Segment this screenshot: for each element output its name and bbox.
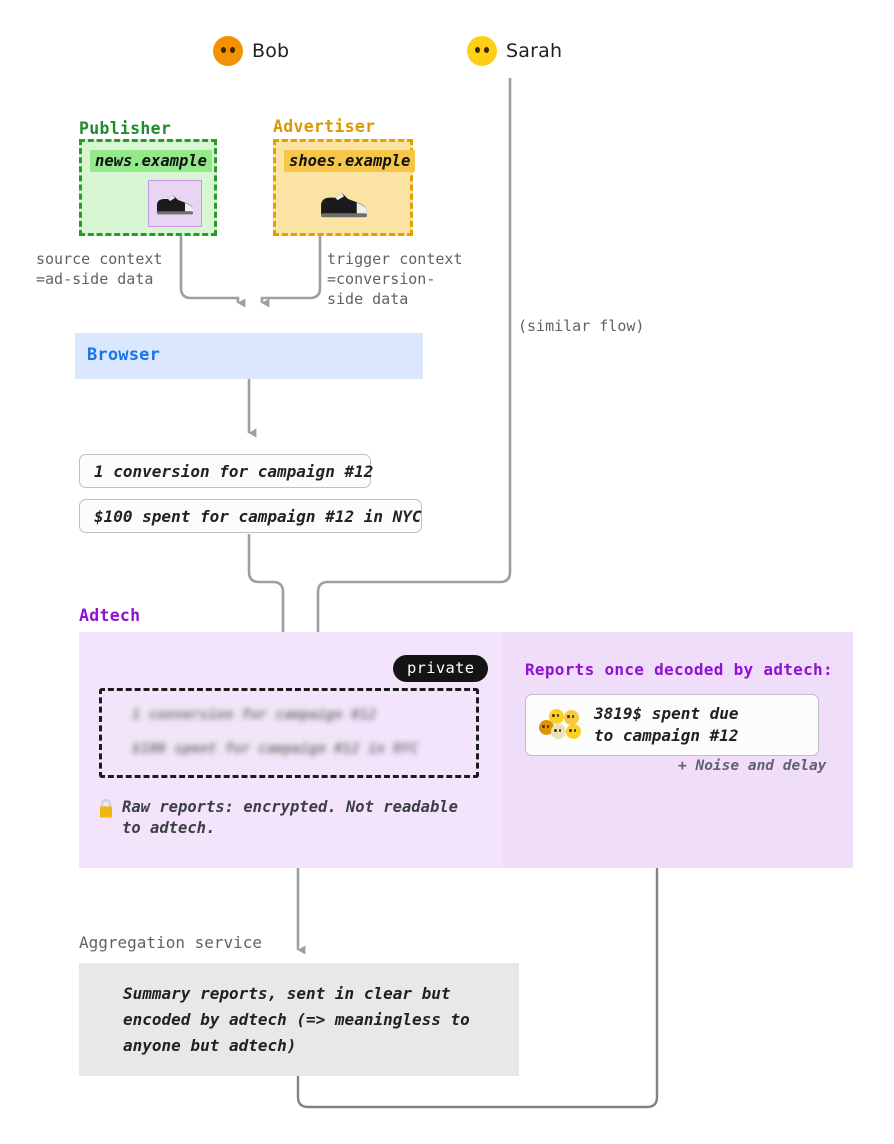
sneaker-icon	[321, 192, 367, 218]
similar-flow-note: (similar flow)	[518, 317, 645, 335]
face-icon-2	[549, 709, 564, 724]
ad-slot[interactable]	[148, 180, 202, 227]
wire-advertiser-to-browser	[260, 236, 322, 308]
face-icon-1	[539, 720, 554, 735]
encrypted-report-2: $100 spent for campaign #12 in NYC	[120, 736, 419, 762]
browser-report-2: $100 spent for campaign #12 in NYC	[79, 499, 422, 533]
advertiser-card: shoes.example	[273, 139, 416, 236]
face-icon-bob	[213, 36, 243, 66]
private-badge: private	[393, 655, 489, 682]
wire-publisher-to-browser	[179, 236, 246, 308]
face-icon-sarah	[467, 36, 497, 66]
actor-sarah-label: Sarah	[506, 40, 563, 62]
face-icon-5	[566, 724, 581, 739]
aggregation-box: Summary reports, sent in clear but encod…	[79, 963, 519, 1076]
face-icon-3	[564, 710, 579, 725]
advertiser-origin: shoes.example	[284, 150, 416, 172]
actor-bob: Bob	[213, 36, 289, 66]
actor-sarah: Sarah	[467, 36, 562, 66]
source-context-note: source context =ad-side data	[36, 250, 163, 288]
encrypted-report-1: 1 conversion for campaign #12	[120, 702, 376, 728]
trigger-context-note: trigger context =conversion- side data	[327, 250, 463, 308]
adtech-title: Adtech	[79, 606, 141, 625]
publisher-origin: news.example	[90, 150, 212, 172]
browser-panel: Browser	[75, 333, 423, 379]
raw-reports-text: Raw reports: encrypted. Not readable to …	[122, 798, 458, 837]
aggregation-label: Aggregation service	[79, 933, 263, 952]
publisher-label: Publisher	[79, 119, 172, 138]
actor-bob-label: Bob	[252, 40, 290, 62]
sneaker-icon	[157, 194, 193, 214]
lock-icon	[100, 798, 112, 818]
private-region	[99, 688, 479, 778]
noise-note: + Noise and delay	[678, 758, 827, 774]
decoded-facepile	[539, 706, 585, 744]
publisher-card: news.example	[79, 139, 217, 236]
decoded-heading: Reports once decoded by adtech:	[525, 660, 833, 679]
aggregation-text: Summary reports, sent in clear but encod…	[123, 983, 470, 1055]
decoded-report-box: 3819$ spent due to campaign #12	[525, 694, 819, 756]
browser-report-1: 1 conversion for campaign #12	[79, 454, 373, 488]
advertiser-product	[317, 190, 371, 218]
face-icon-4	[551, 724, 566, 739]
raw-reports-note: Raw reports: encrypted. Not readable to …	[97, 797, 458, 839]
advertiser-label: Advertiser	[273, 117, 376, 136]
decoded-report-text: 3819$ spent due to campaign #12	[594, 704, 739, 745]
browser-title: Browser	[87, 345, 161, 365]
